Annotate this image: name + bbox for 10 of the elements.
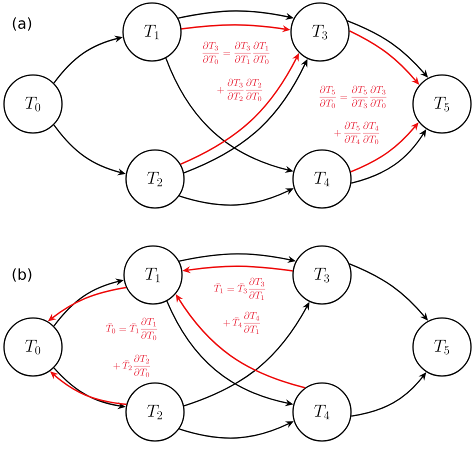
equation: $\frac{\partial T_3}{\partial T_0} = \frac{\partial T_3}{\partial T_1}\frac{\partial T_1}{\partial T_0}$ — [202, 42, 270, 64]
equation: $\bar{T}_1 = \bar{T}_3\frac{\partial T_3}{\partial T_1}$ — [214, 278, 266, 300]
equation: $\bar{T}_0 = \bar{T}_1\frac{\partial T_1}{\partial T_0}$ — [106, 318, 158, 340]
equation: $+\,\frac{\partial T_3}{\partial T_2}\frac{\partial T_2}{\partial T_0}$ — [217, 78, 262, 102]
equation: $+\,\bar{T}_2\frac{\partial T_2}{\partial T_0}$ — [113, 354, 150, 378]
equation: $+\,\frac{\partial T_5}{\partial T_4}\frac{\partial T_4}{\partial T_0}$ — [334, 122, 380, 144]
panel-label: (b) — [12, 268, 32, 282]
equation: $+\,\bar{T}_4\frac{\partial T_4}{\partial T_1}$ — [223, 312, 260, 334]
panel-label: (a) — [12, 17, 32, 31]
equation: $\frac{\partial T_5}{\partial T_0} = \frac{\partial T_5}{\partial T_3}\frac{\partial T_3}{\partial T_0}$ — [320, 86, 386, 108]
